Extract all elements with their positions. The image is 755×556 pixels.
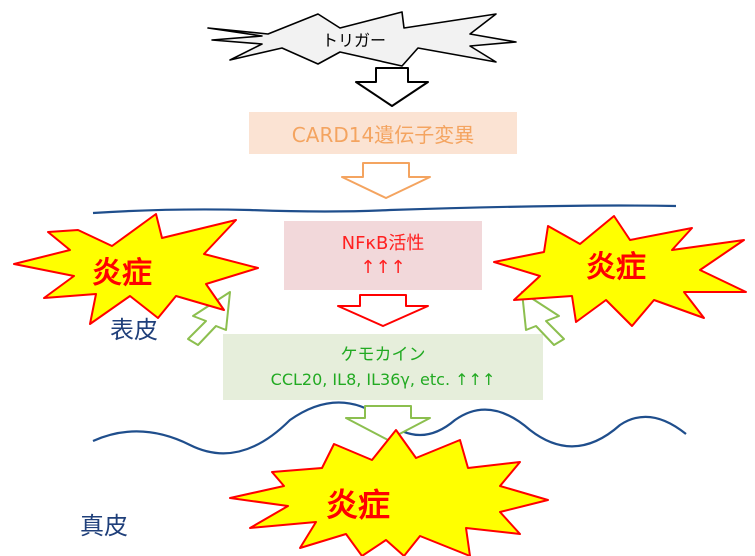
nfkb-label-box: NFκB活性 ↑↑↑ (284, 221, 482, 290)
inflammation-burst-right (493, 215, 747, 327)
mutation-label-box: CARD14遺伝子変異 (249, 112, 517, 154)
down-arrow-green (345, 405, 431, 441)
trigger-burst-shape (207, 11, 517, 67)
down-arrow-orange (341, 162, 431, 199)
mutation-label: CARD14遺伝子変異 (291, 122, 475, 147)
inflammation-label-left: 炎症 (92, 256, 152, 291)
inflammation-label-right: 炎症 (586, 250, 646, 285)
chemokine-detail: CCL20, IL8, IL36γ, etc. ↑↑↑ (270, 370, 496, 389)
epidermis-label: 表皮 (110, 316, 158, 344)
inflammation-burst-left (13, 213, 259, 325)
chemokine-title: ケモカイン (340, 345, 426, 365)
dermis-label: 真皮 (80, 512, 128, 540)
nfkb-title: NFκB活性 (341, 232, 425, 254)
mutation-box (249, 112, 517, 154)
nfkb-arrows: ↑↑↑ (360, 256, 406, 278)
inflammation-label-bottom: 炎症 (326, 486, 391, 524)
inflammation-burst-bottom (229, 429, 549, 556)
up-arrow-green-right (521, 291, 565, 346)
chemokine-box (223, 334, 543, 400)
trigger-label: トリガー (322, 31, 387, 50)
dermis-boundary-line (92, 401, 687, 455)
nfkb-box (284, 221, 482, 290)
down-arrow-red (337, 294, 429, 327)
down-arrow-black (355, 67, 429, 107)
chemokine-label-box: ケモカイン CCL20, IL8, IL36γ, etc. ↑↑↑ (223, 334, 543, 400)
epidermis-top-line (92, 204, 677, 215)
